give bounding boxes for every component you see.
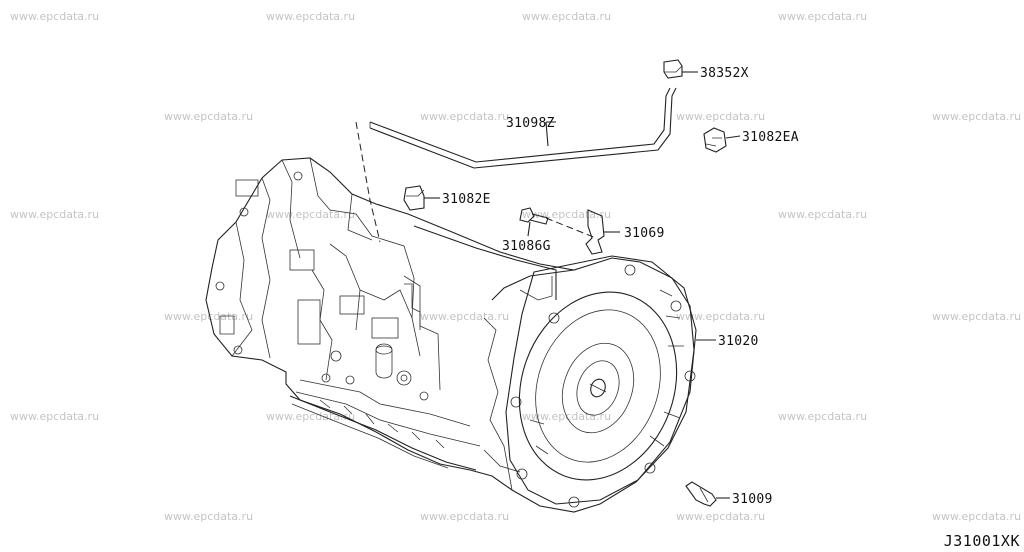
label-31082ea[interactable]: 31082EA xyxy=(742,130,799,145)
bracket-31069[interactable] xyxy=(585,209,605,255)
label-31086g[interactable]: 31086G xyxy=(502,239,551,254)
watermark-text: www.epcdata.ru xyxy=(932,510,1021,523)
label-31020[interactable]: 31020 xyxy=(718,334,759,349)
part-labels: 38352X 31082EA 31098Z 31082E 31069 31086… xyxy=(442,66,799,507)
watermark-text: www.epcdata.ru xyxy=(522,208,611,221)
clip-38352x[interactable] xyxy=(663,59,683,79)
diagram-code: J31001XK xyxy=(944,532,1020,550)
watermark-text: www.epcdata.ru xyxy=(164,510,253,523)
label-31082e[interactable]: 31082E xyxy=(442,192,491,207)
watermark-text: www.epcdata.ru xyxy=(932,310,1021,323)
label-31098z[interactable]: 31098Z xyxy=(506,116,555,131)
watermark-text: www.epcdata.ru xyxy=(10,10,99,23)
label-31009[interactable]: 31009 xyxy=(732,492,773,507)
watermark-layer: www.epcdata.ru www.epcdata.ru www.epcdata.… xyxy=(10,10,1021,523)
label-31069[interactable]: 31069 xyxy=(624,226,665,241)
clip-31082e[interactable] xyxy=(403,185,425,211)
watermark-text: www.epcdata.ru xyxy=(164,310,253,323)
watermark-text: www.epcdata.ru xyxy=(420,510,509,523)
watermark-text: www.epcdata.ru xyxy=(932,110,1021,123)
watermark-text: www.epcdata.ru xyxy=(522,10,611,23)
watermark-text: www.epcdata.ru xyxy=(676,310,765,323)
transmission-assembly-drawing xyxy=(205,157,697,513)
watermark-text: www.epcdata.ru xyxy=(10,208,99,221)
watermark-text: www.epcdata.ru xyxy=(778,208,867,221)
watermark-text: www.epcdata.ru xyxy=(420,110,509,123)
breather-tube-31098z[interactable] xyxy=(369,87,677,169)
watermark-text: www.epcdata.ru xyxy=(676,110,765,123)
watermark-text: www.epcdata.ru xyxy=(676,510,765,523)
watermark-text: www.epcdata.ru xyxy=(420,310,509,323)
bolt-31086g[interactable] xyxy=(519,207,549,225)
watermark-text: www.epcdata.ru xyxy=(266,10,355,23)
label-38352x[interactable]: 38352X xyxy=(700,66,749,81)
watermark-text: www.epcdata.ru xyxy=(10,410,99,423)
clamp-31082ea[interactable] xyxy=(703,127,727,153)
watermark-text: www.epcdata.ru xyxy=(778,10,867,23)
leader-lines xyxy=(413,71,741,499)
assembly-reference-lines xyxy=(355,121,597,243)
watermark-text: www.epcdata.ru xyxy=(778,410,867,423)
bolt-31009[interactable] xyxy=(685,481,717,507)
watermark-text: www.epcdata.ru xyxy=(266,208,355,221)
watermark-text: www.epcdata.ru xyxy=(164,110,253,123)
